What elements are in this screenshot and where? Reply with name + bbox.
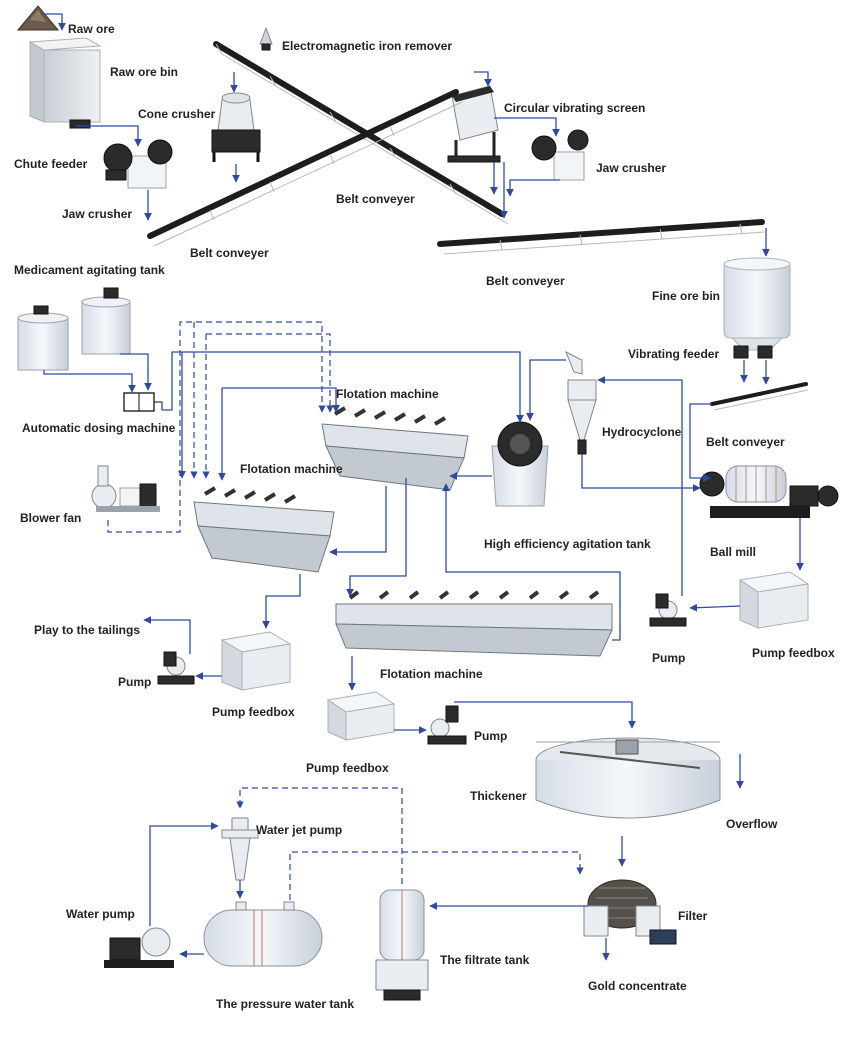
pump-1-icon [649, 593, 687, 627]
label-high-efficiency-agitation-tank: High efficiency agitation tank [484, 537, 651, 551]
label-medicament-agitating-tank: Medicament agitating tank [14, 263, 165, 277]
label-pump-2: Pump [118, 675, 151, 689]
label-belt-conveyer-1: Belt conveyer [336, 192, 415, 206]
label-pump-feedbox-2: Pump feedbox [212, 705, 295, 719]
medicament-agitating-tank-icon [17, 287, 131, 371]
automatic-dosing-machine-icon [123, 392, 163, 412]
label-hydrocyclone: Hydrocyclone [602, 425, 682, 439]
water-jet-pump-icon [221, 817, 259, 881]
label-raw-ore: Raw ore [68, 22, 115, 36]
vibrating-feeder-icon [733, 345, 773, 359]
hydrocyclone-icon [565, 350, 597, 455]
label-pump-3: Pump [474, 729, 507, 743]
label-electromagnetic-iron-remover: Electromagnetic iron remover [282, 39, 452, 53]
belt-conveyer-lower-icon [437, 219, 765, 255]
filter-icon [583, 879, 677, 945]
pressure-water-tank-icon [203, 901, 323, 967]
belt-conveyer-crossing-1-icon [213, 41, 509, 225]
label-chute-feeder: Chute feeder [14, 157, 88, 171]
label-pump-feedbox-1: Pump feedbox [752, 646, 835, 660]
high-efficiency-agitation-tank-icon [491, 421, 549, 507]
flotation-machine-3-icon [335, 590, 613, 657]
label-cone-crusher: Cone crusher [138, 107, 216, 121]
label-circular-vibrating-screen: Circular vibrating screen [504, 101, 645, 115]
label-flotation-machine-1: Flotation machine [336, 387, 439, 401]
flotation-machine-1-icon [321, 406, 469, 491]
label-ball-mill: Ball mill [710, 545, 756, 559]
ball-mill-icon [699, 465, 839, 518]
pump-3-icon [427, 705, 467, 745]
label-belt-conveyer-2: Belt conveyer [190, 246, 269, 260]
water-pump-icon [104, 927, 174, 968]
belt-conveyer-small-icon [710, 382, 809, 411]
pump-feedbox-1-icon [738, 571, 810, 629]
flow-lines [42, 13, 804, 961]
label-raw-ore-bin: Raw ore bin [110, 65, 178, 79]
pump-2-icon [157, 651, 195, 685]
belt-conveyer-crossing-2-icon [147, 89, 463, 247]
label-fine-ore-bin: Fine ore bin [652, 289, 720, 303]
raw-ore-pile-icon [16, 5, 60, 31]
jaw-crusher-1-icon [103, 139, 173, 189]
label-overflow: Overflow [726, 817, 778, 831]
blower-fan-icon [91, 465, 160, 512]
flotation-machine-2-icon [193, 486, 335, 573]
label-pump-feedbox-3: Pump feedbox [306, 761, 389, 775]
label-automatic-dosing-machine: Automatic dosing machine [22, 421, 176, 435]
circular-vibrating-screen-icon [447, 85, 501, 163]
label-gold-concentrate: Gold concentrate [588, 979, 687, 993]
label-flotation-machine-2: Flotation machine [240, 462, 343, 476]
label-water-pump: Water pump [66, 907, 135, 921]
fine-ore-bin-icon [723, 257, 791, 351]
label-thickener: Thickener [470, 789, 527, 803]
diagram-labels: Raw ore Raw ore bin Chute feeder Jaw cru… [14, 22, 835, 1011]
raw-ore-bin-icon [28, 37, 102, 129]
label-the-filtrate-tank: The filtrate tank [440, 953, 530, 967]
label-the-pressure-water-tank: The pressure water tank [216, 997, 354, 1011]
label-belt-conveyer-4: Belt conveyer [706, 435, 785, 449]
label-play-to-tailings: Play to the tailings [34, 623, 140, 637]
label-vibrating-feeder: Vibrating feeder [628, 347, 719, 361]
filtrate-tank-icon [375, 889, 429, 1001]
jaw-crusher-2-icon [531, 129, 589, 181]
pump-feedbox-3-icon [326, 691, 396, 741]
thickener-icon [535, 737, 721, 819]
label-jaw-crusher-2: Jaw crusher [596, 161, 666, 175]
label-blower-fan: Blower fan [20, 511, 81, 525]
pump-feedbox-2-icon [220, 631, 292, 691]
label-belt-conveyer-3: Belt conveyer [486, 274, 565, 288]
label-water-jet-pump: Water jet pump [256, 823, 342, 837]
label-pump-1: Pump [652, 651, 685, 665]
label-filter: Filter [678, 909, 708, 923]
cone-crusher-icon [211, 92, 261, 162]
electromagnetic-iron-remover-icon [259, 26, 273, 51]
label-jaw-crusher-1: Jaw crusher [62, 207, 132, 221]
label-flotation-machine-3: Flotation machine [380, 667, 483, 681]
